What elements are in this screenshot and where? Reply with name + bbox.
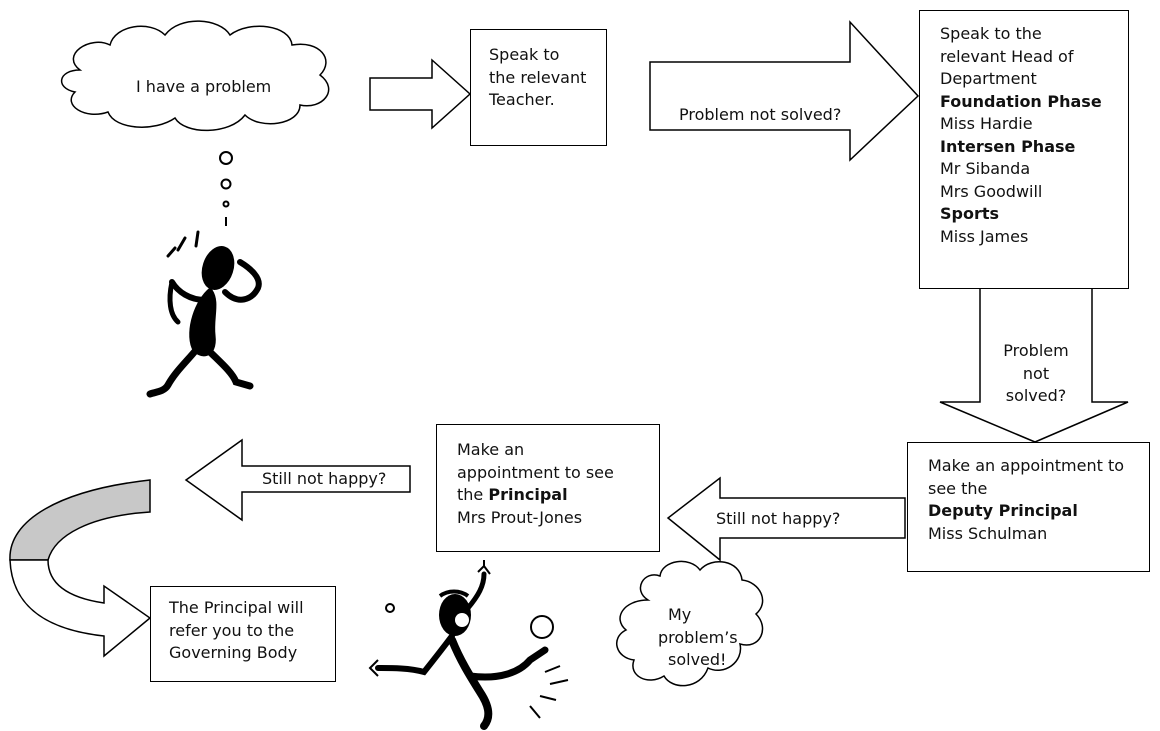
arrow-still-not-happy-left (184, 438, 411, 522)
arrow-down-label: Problem not solved? (984, 340, 1088, 408)
arrow-down-line-2: not (1022, 363, 1050, 383)
principal-name: Mrs Prout-Jones (457, 507, 583, 527)
deputy-line-2: see the (928, 478, 988, 498)
box-head-of-department: Speak to the relevant Head of Department… (919, 10, 1129, 289)
cloud-end-line-1: My (668, 605, 692, 624)
arrow-to-principal (666, 476, 906, 562)
hod-heading-sports: Sports (940, 204, 1000, 223)
curved-arrow-to-governing (9, 479, 152, 658)
governing-line-2: refer you to the (169, 620, 295, 640)
box-governing-body: The Principal will refer you to the Gove… (150, 586, 336, 682)
hod-name-goodwill: Mrs Goodwill (940, 181, 1043, 201)
principal-line-1: Make an (457, 440, 525, 459)
governing-line-3: Governing Body (169, 643, 298, 662)
principal-line-2: appointment to see (457, 462, 614, 482)
happy-figure-icon (368, 560, 569, 730)
arrow-down-line-1: Problem (1003, 341, 1069, 360)
hod-intro-3: Department (940, 69, 1037, 88)
arrow-down-line-3: solved? (1005, 386, 1067, 405)
deputy-name: Miss Schulman (928, 523, 1048, 543)
hod-name-sibanda: Mr Sibanda (940, 159, 1031, 178)
hod-intro-2: relevant Head of (940, 46, 1074, 66)
cloud-start-text: I have a problem (136, 77, 272, 96)
cloud-end-line-3: solved! (668, 650, 727, 669)
hod-heading-intersen: Intersen Phase (940, 136, 1076, 156)
hod-name-hardie: Miss Hardie (940, 114, 1033, 133)
hod-heading-foundation: Foundation Phase (940, 91, 1102, 111)
arrow-to-hod (649, 20, 920, 162)
thought-bubbles-start (219, 151, 233, 226)
deputy-line-1: Make an appointment to (928, 456, 1125, 475)
box-deputy-principal: Make an appointment to see the Deputy Pr… (907, 442, 1150, 572)
box-principal: Make an appointment to see the Principal… (436, 424, 660, 552)
arrow-down-to-deputy (939, 287, 1129, 443)
cloud-end-line-2: problem’s (658, 627, 738, 647)
arrow-to-teacher (369, 58, 472, 130)
hod-name-james: Miss James (940, 226, 1029, 246)
governing-line-1: The Principal will (169, 598, 304, 617)
deputy-role: Deputy Principal (928, 501, 1078, 520)
arrow-label-still-not-happy-2: Still not happy? (262, 469, 387, 488)
cloud-end-text: My problem’s solved! (658, 604, 738, 672)
teacher-line-3: Teacher. (489, 90, 555, 109)
worried-figure-icon (146, 230, 262, 398)
hod-intro-1: Speak to the (940, 24, 1042, 43)
box-teacher: Speak to the relevant Teacher. (470, 29, 607, 146)
arrow-label-still-not-happy-1: Still not happy? (716, 509, 841, 528)
principal-line-3: the (457, 485, 484, 504)
principal-role: Principal (488, 485, 568, 504)
thought-cloud-start (61, 20, 330, 132)
teacher-line-2: the relevant (489, 67, 587, 87)
arrow-label-problem-not-solved: Problem not solved? (679, 105, 842, 124)
thought-cloud-end (616, 560, 764, 687)
teacher-line-1: Speak to (489, 45, 560, 64)
